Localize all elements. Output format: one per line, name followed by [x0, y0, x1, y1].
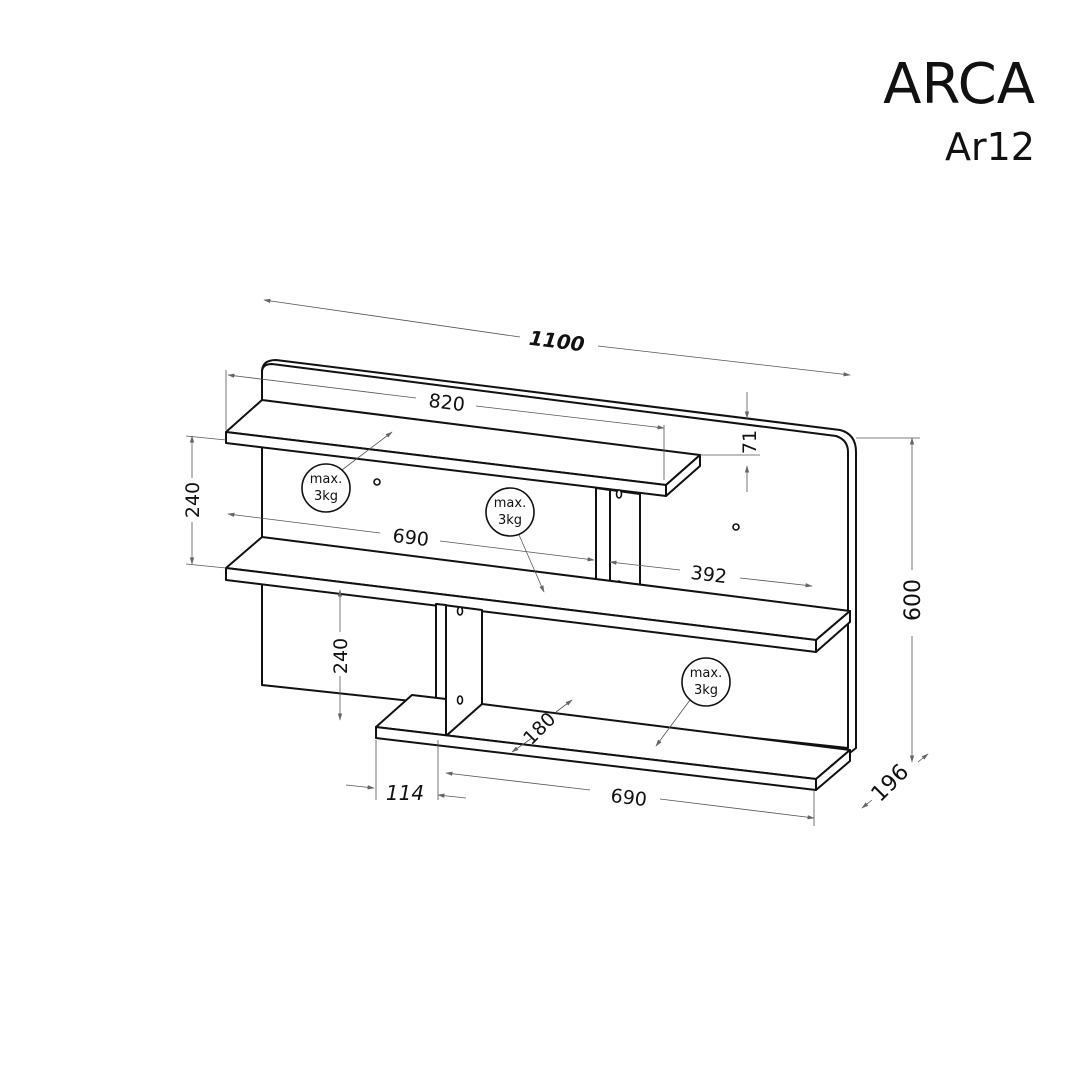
bottom-shelf [375, 694, 851, 791]
dim-bottom-shelf: 690 [609, 785, 648, 811]
dim-total-width: 1100 [528, 326, 586, 357]
dim-bottom-offset: 114 [386, 781, 424, 805]
brand-title: ARCA [883, 52, 1035, 117]
dim-upper-gap: 240 [182, 482, 204, 518]
load-badge: max. 3kg [301, 463, 351, 513]
model-code: Ar12 [945, 125, 1035, 169]
mount-hole-right [732, 523, 740, 531]
load-badge-line1: max. [494, 496, 526, 511]
load-badge-line1: max. [310, 472, 342, 487]
dim-top-offset: 71 [739, 430, 761, 454]
top-shelf [225, 399, 701, 497]
load-badge-line2: 3kg [694, 683, 718, 698]
mount-hole-left [373, 478, 381, 486]
load-badge-line2: 3kg [314, 489, 338, 504]
load-badge-line1: max. [690, 666, 722, 681]
middle-shelf [225, 536, 851, 653]
dim-top-shelf: 820 [427, 390, 466, 416]
dim-right-section: 392 [689, 562, 728, 588]
dim-total-height: 600 [901, 579, 926, 621]
dim-total-depth: 196 [867, 760, 914, 807]
load-badge: max. 3kg [485, 487, 535, 537]
load-badge: max. 3kg [681, 657, 731, 707]
load-badge-line2: 3kg [498, 513, 522, 528]
dimension-lines [185, 298, 929, 826]
dim-middle-shelf: 690 [391, 525, 430, 551]
dim-lower-gap: 240 [330, 638, 352, 674]
